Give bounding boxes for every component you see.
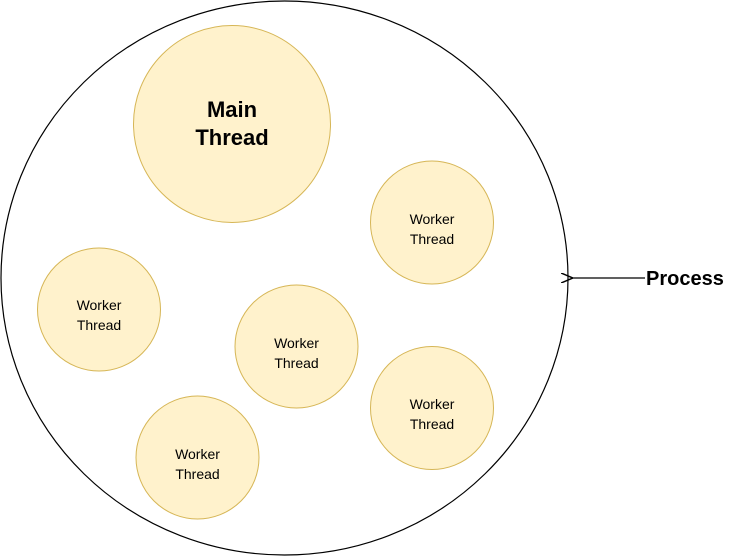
- worker-thread-label-line2: Thread: [410, 416, 454, 432]
- worker-thread-top-right: Worker Thread: [370, 160, 494, 285]
- worker-thread-left: Worker Thread: [37, 247, 161, 372]
- worker-thread-label-line1: Worker: [410, 211, 455, 227]
- worker-thread-label-line1: Worker: [274, 335, 319, 351]
- worker-thread-label-line1: Worker: [77, 297, 122, 313]
- worker-thread-circle: [370, 346, 494, 470]
- worker-thread-label-line1: Worker: [175, 446, 220, 462]
- worker-thread-label-line2: Thread: [410, 231, 454, 247]
- main-thread-label-line1: Main: [207, 97, 257, 122]
- worker-thread-label-line2: Thread: [274, 355, 318, 371]
- main-thread-circle: [133, 25, 331, 223]
- worker-thread-circle: [370, 160, 494, 285]
- worker-thread-label-line1: Worker: [410, 396, 455, 412]
- worker-thread-circle: [37, 247, 161, 372]
- process-label: Process: [646, 268, 724, 290]
- worker-thread-bottom-right: Worker Thread: [370, 346, 494, 470]
- main-thread: Main Thread: [133, 25, 331, 223]
- worker-thread-circle: [135, 395, 260, 520]
- worker-thread-label-line2: Thread: [77, 317, 121, 333]
- worker-thread-bottom: Worker Thread: [135, 395, 260, 520]
- main-thread-label-line2: Thread: [195, 125, 268, 150]
- worker-thread-label-line2: Thread: [175, 466, 219, 482]
- worker-thread-center: Worker Thread: [234, 284, 359, 409]
- worker-thread-circle: [234, 284, 359, 409]
